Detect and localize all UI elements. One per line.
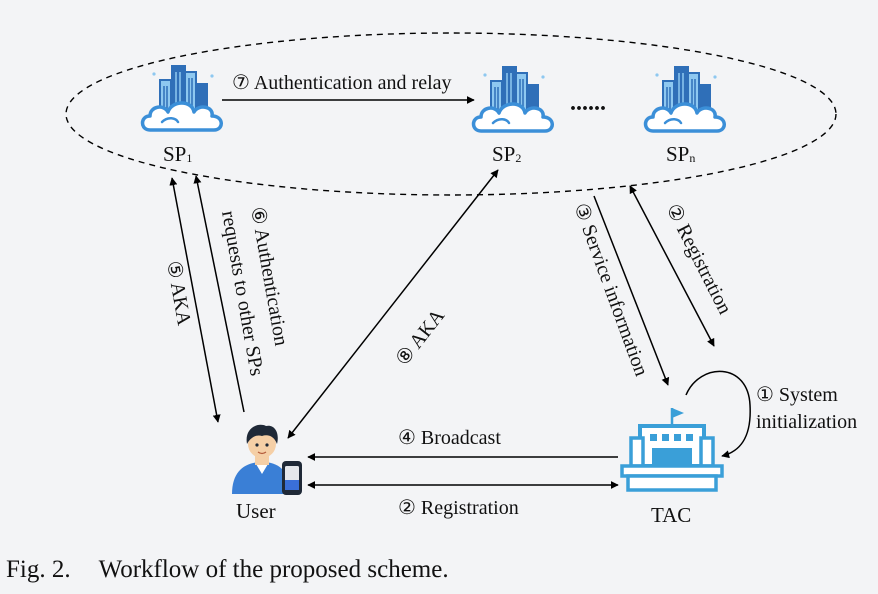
- edge-8-label: ⑧ AKA: [392, 305, 450, 370]
- edge-1-label-line2: initialization: [756, 411, 857, 433]
- user-icon: [232, 424, 290, 494]
- tac-label: TAC: [651, 503, 691, 527]
- sp1-label: SP1: [163, 142, 192, 166]
- figure-caption-text: Workflow of the proposed scheme.: [98, 556, 449, 583]
- sp2-label: SP2: [492, 142, 521, 166]
- sp2-server-icon: [471, 65, 555, 133]
- edge-6-arrow: [193, 175, 245, 413]
- edge-3-label: ③ Service information: [569, 200, 652, 379]
- figure-caption: Fig. 2. Workflow of the proposed scheme.: [6, 556, 449, 584]
- edge-2-top-label: ② Registration: [662, 200, 736, 318]
- spn-label: SPn: [666, 142, 695, 166]
- edge-7-label: ⑦ Authentication and relay: [232, 72, 452, 94]
- spn-server-icon: [643, 65, 727, 133]
- edge-4-label: ④ Broadcast: [398, 427, 501, 449]
- sp-ellipsis: ......: [570, 90, 606, 116]
- tac-building-icon: [620, 408, 724, 492]
- edge-1-loop: [685, 370, 751, 459]
- user-label: User: [236, 499, 276, 523]
- sp1-server-icon: [140, 64, 224, 132]
- edge-2-top-arrow: [629, 185, 715, 347]
- figure-number: Fig. 2.: [6, 556, 71, 583]
- edge-2-bottom-label: ② Registration: [398, 497, 519, 519]
- edge-5-label: ⑤ AKA: [162, 259, 195, 328]
- sp-group-ellipse: [65, 32, 837, 196]
- edge-1-label-line1: ① System: [756, 384, 838, 406]
- edge-5-arrow: [169, 177, 221, 423]
- edge-8-arrow: [287, 169, 499, 439]
- phone-icon: [282, 461, 302, 495]
